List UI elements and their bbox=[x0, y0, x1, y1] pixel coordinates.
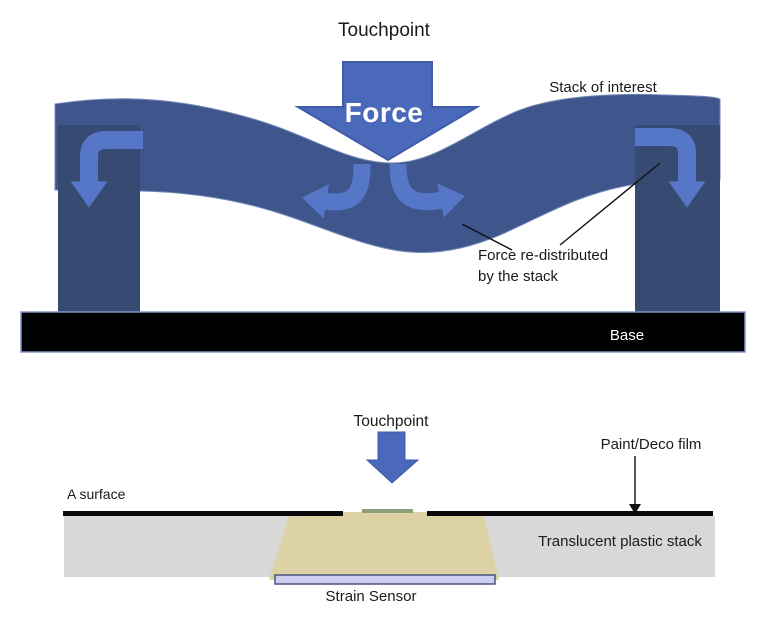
paint-film-left bbox=[63, 511, 343, 516]
a-surface-label: A surface bbox=[67, 486, 126, 502]
pressed-region-trapezoid bbox=[269, 512, 499, 580]
right-pillar bbox=[635, 125, 720, 312]
force-label: Force bbox=[344, 97, 424, 128]
center-left-flow-arrow-icon bbox=[302, 163, 371, 219]
contact-line bbox=[362, 509, 413, 513]
touchpoint-label: Touchpoint bbox=[338, 20, 430, 41]
paint-deco-film-label: Paint/Deco film bbox=[600, 436, 702, 453]
force-redistributed-label-line2: by the stack bbox=[478, 268, 559, 285]
center-right-flow-arrow-icon bbox=[389, 163, 465, 218]
touch-arrow-icon bbox=[365, 431, 420, 484]
force-redistributed-label-line1: Force re-distributed bbox=[478, 247, 609, 264]
translucent-plastic-stack-label: Translucent plastic stack bbox=[538, 533, 702, 550]
annotation-line-left bbox=[461, 223, 513, 251]
annotation-line-right bbox=[559, 162, 661, 246]
force-arrow-icon bbox=[294, 61, 481, 162]
paint-film-pointer-arrowhead-icon bbox=[629, 504, 641, 514]
paint-film-right bbox=[427, 511, 713, 516]
base-bar bbox=[20, 311, 746, 353]
touchpoint-label-bottom: Touchpoint bbox=[353, 413, 429, 430]
strain-sensor-label: Strain Sensor bbox=[325, 588, 417, 605]
base-label: Base bbox=[609, 327, 645, 344]
left-pillar bbox=[58, 125, 140, 312]
stack-of-interest-label: Stack of interest bbox=[549, 79, 657, 96]
strain-sensor-bar bbox=[274, 574, 496, 585]
left-pillar-flow-arrow-icon bbox=[70, 131, 143, 208]
right-pillar-flow-arrow-icon bbox=[635, 128, 706, 208]
